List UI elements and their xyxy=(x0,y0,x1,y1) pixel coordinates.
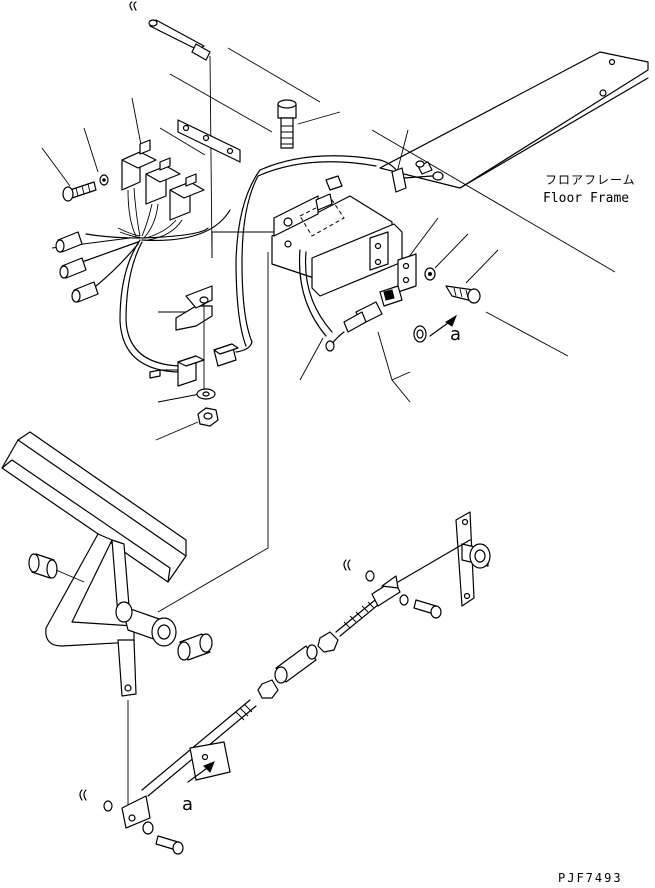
linkage-guide-lines xyxy=(127,231,300,808)
floor-frame-label: フロアフレーム Floor Frame xyxy=(543,173,636,206)
washer-icon xyxy=(365,570,375,582)
callout-leader-lines xyxy=(41,47,616,441)
arrow-icon xyxy=(445,314,458,327)
harness-clamp-set xyxy=(175,285,219,427)
wiring-harness xyxy=(235,155,444,347)
arrow-icon xyxy=(203,761,215,773)
view-marker-a-upper: a xyxy=(450,324,461,345)
relay-bundle xyxy=(81,139,231,373)
view-marker-lower: a xyxy=(182,761,215,815)
washer-icon xyxy=(142,821,154,835)
split-pin-icon xyxy=(343,559,351,571)
clevis-pin-top xyxy=(129,1,211,61)
plate-bolt-set xyxy=(424,267,481,304)
upper-lever-bracket xyxy=(397,511,491,607)
split-pin-icon xyxy=(129,1,137,11)
main-bracket-plate xyxy=(271,175,393,279)
floor-frame-label-jp: フロアフレーム xyxy=(545,173,636,187)
pedal-switch: a xyxy=(325,285,461,352)
floor-frame-beam xyxy=(379,51,649,189)
split-pin-icon xyxy=(79,789,87,801)
floor-frame-label-en: Floor Frame xyxy=(543,191,629,206)
switch-plate xyxy=(311,223,417,297)
harness-connectors xyxy=(55,231,253,387)
drawing-code: PJF7493 xyxy=(558,871,623,885)
mounting-bolt xyxy=(277,99,297,149)
left-bolt-set xyxy=(62,174,109,202)
view-marker-a-lower: a xyxy=(182,794,193,815)
pedal-bushings xyxy=(28,553,213,661)
linkage-rod-assembly xyxy=(121,575,401,829)
upper-mounting-bracket xyxy=(177,119,241,163)
brake-pedal xyxy=(1,431,187,697)
linkage-hardware xyxy=(79,559,442,855)
